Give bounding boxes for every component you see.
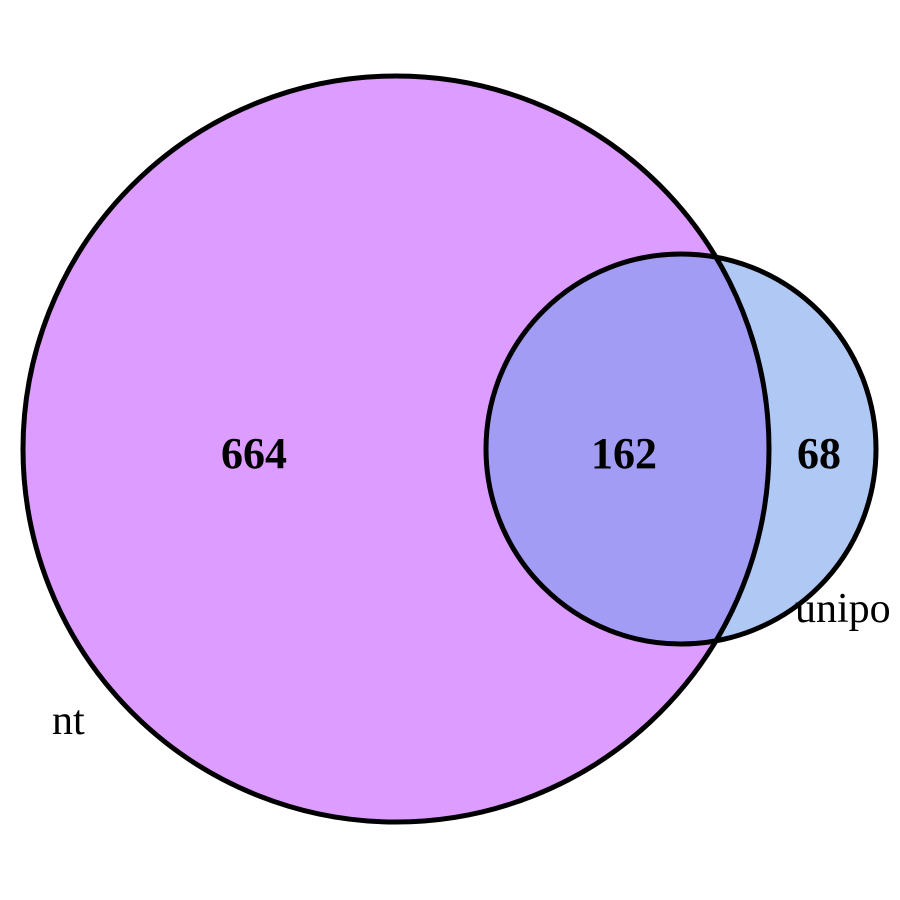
set-label-unipo: unipo bbox=[795, 586, 891, 632]
count-both: 162 bbox=[591, 429, 657, 478]
set-nt-outline bbox=[20, 73, 772, 825]
set-unipo-outline bbox=[483, 251, 879, 647]
set-label-nt: nt bbox=[52, 698, 85, 744]
overlap-region bbox=[486, 254, 769, 644]
set-nt-region bbox=[23, 76, 769, 822]
count-nt-only: 664 bbox=[221, 429, 287, 478]
count-unipo-only: 68 bbox=[797, 429, 841, 478]
